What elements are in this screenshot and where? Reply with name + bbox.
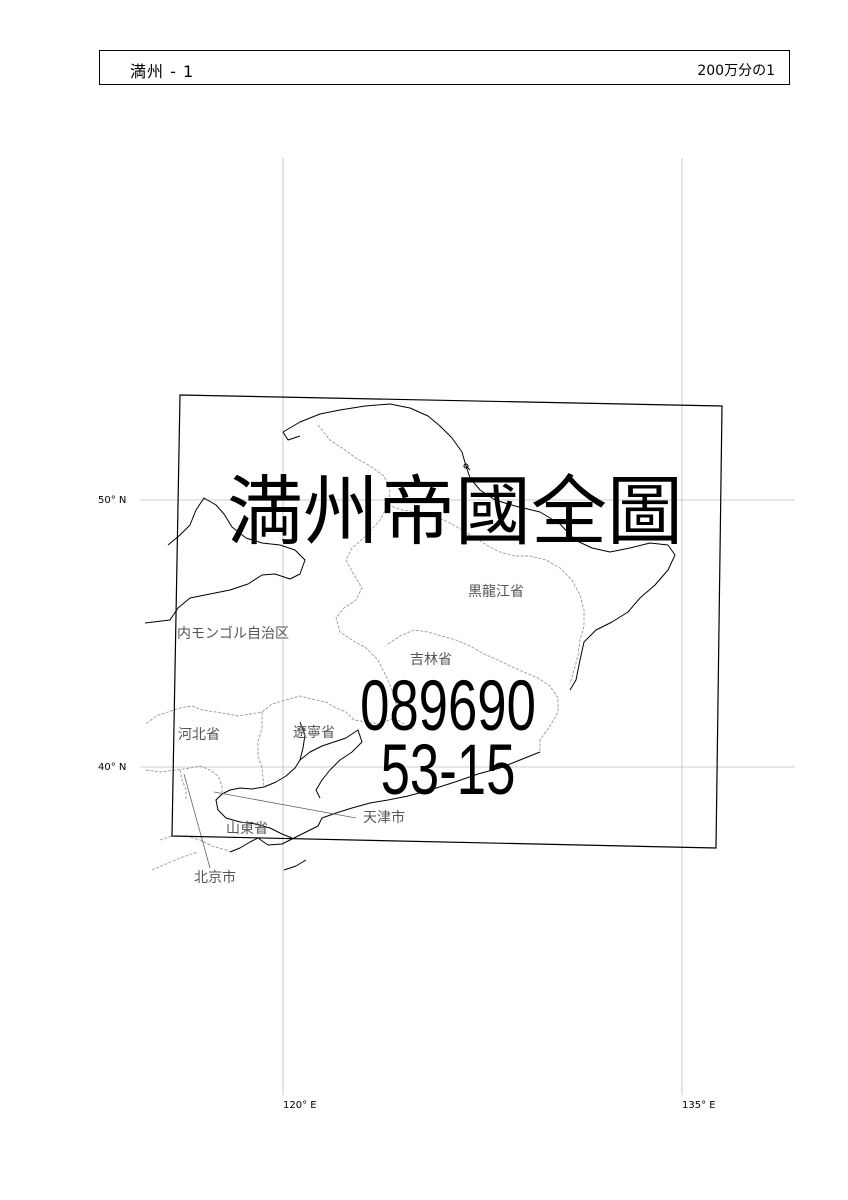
sheet-title: 満州 - 1 [130, 62, 195, 81]
sheet-frame [171, 394, 723, 849]
provincial-borders [145, 424, 585, 871]
leader-tianjin [213, 791, 357, 819]
leader-beijing [183, 773, 211, 869]
sheet-number-primary: 089690 [360, 666, 536, 746]
lat-label-50n: 50° N [98, 495, 126, 506]
graticule-labels: 50° N 40° N 120° E 135° E [98, 495, 716, 1111]
label-shandong: 山東省 [226, 821, 268, 837]
leader-lines [183, 773, 357, 869]
sheet-header: 満州 - 1 200万分の1 [99, 50, 790, 85]
lat-label-40n: 40° N [98, 762, 126, 773]
map-scale: 200万分の1 [697, 63, 775, 79]
lon-label-135e: 135° E [682, 1100, 716, 1111]
lon-label-120e: 120° E [283, 1100, 317, 1111]
graticule [140, 158, 795, 1095]
region-labels: 黒龍江省 内モンゴル自治区 吉林省 河北省 遼寧省 天津市 山東省 北京市 [177, 583, 524, 886]
label-jilin: 吉林省 [410, 652, 452, 668]
label-liaoning: 遼寧省 [293, 724, 335, 741]
label-beijing: 北京市 [194, 869, 236, 886]
sheet-number-secondary: 53-15 [381, 730, 516, 810]
label-tianjin: 天津市 [363, 809, 405, 826]
label-heilongjiang: 黒龍江省 [468, 583, 524, 600]
label-hebei: 河北省 [178, 727, 220, 743]
label-inner-mongolia: 内モンゴル自治区 [177, 625, 289, 642]
map-title: 満州帝國全圖 [227, 467, 683, 556]
